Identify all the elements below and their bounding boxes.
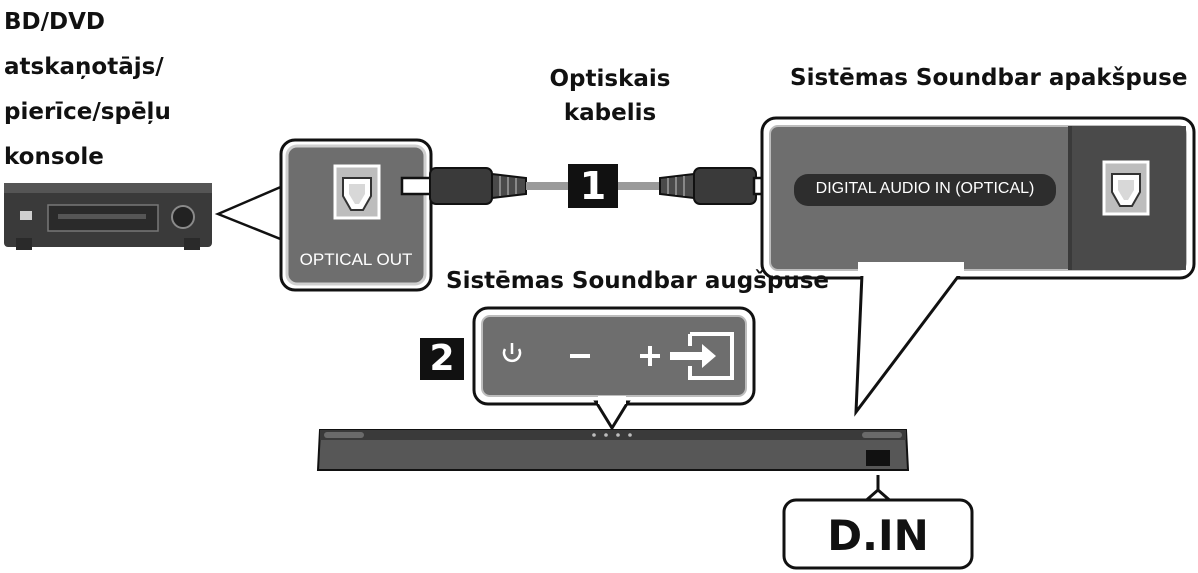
cable-label-line: kabelis (563, 100, 657, 126)
plus-icon (640, 346, 660, 366)
minus-icon (570, 354, 590, 358)
optical-in-port-icon (1102, 160, 1150, 216)
soundbar-bottom-panel (760, 116, 1196, 280)
soundbar (316, 429, 910, 471)
power-icon (502, 343, 522, 363)
step-1-badge: 1 (568, 164, 618, 208)
device-label: BD/DVD atskaņotājs/ pierīce/spēļu konsol… (4, 0, 171, 180)
device-label-line: atskaņotājs/ (4, 54, 164, 80)
device-label-line: konsole (4, 144, 104, 170)
player-indicator-icon (20, 211, 32, 220)
cable-label: Optiskais kabelis (520, 62, 700, 130)
bd-dvd-player (4, 183, 212, 250)
device-label-line: pierīce/spēļu (4, 99, 171, 125)
top-control-panel (472, 306, 756, 406)
optical-port-icon (333, 164, 381, 220)
device-label-line: BD/DVD (4, 9, 106, 35)
soundbar-top-label: Sistēmas Soundbar augšpuse (446, 268, 830, 294)
optical-out-label: OPTICAL OUT (299, 250, 413, 269)
din-port-icon (866, 450, 890, 466)
source-input-icon (670, 332, 734, 380)
digital-audio-in-label: DIGITAL AUDIO IN (OPTICAL) (815, 180, 1035, 197)
optical-out-panel (279, 138, 433, 292)
step-2-badge: 2 (420, 338, 464, 380)
din-label: D.IN (827, 511, 929, 560)
optical-cable (400, 167, 786, 205)
cable-label-line: Optiskais (549, 66, 671, 92)
din-label-box (782, 498, 974, 570)
soundbar-bottom-label: Sistēmas Soundbar apakšpuse (790, 65, 1188, 91)
player-knob-icon (171, 205, 195, 229)
